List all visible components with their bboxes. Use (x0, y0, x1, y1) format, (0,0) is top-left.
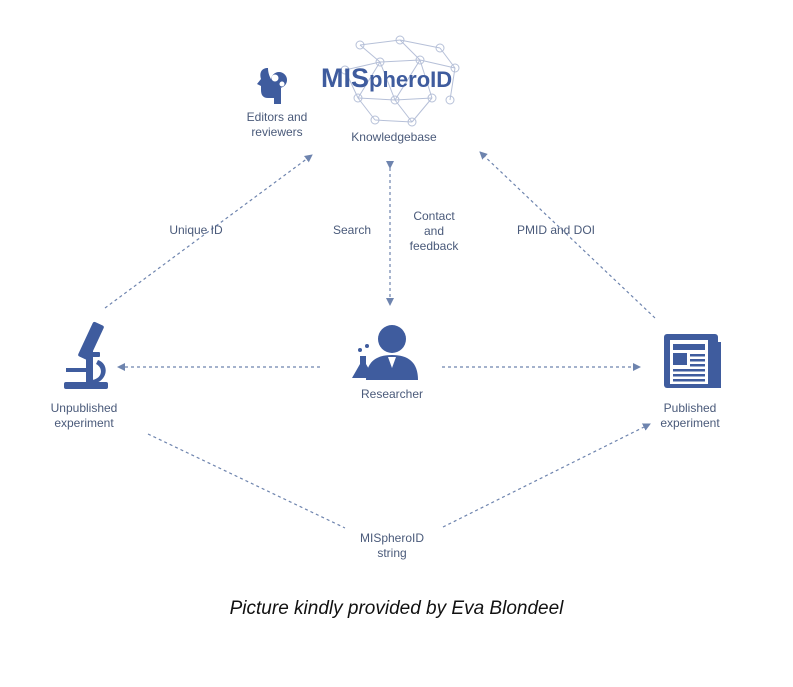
published-label-2: experiment (660, 416, 720, 430)
logo-text: MISpheroID (321, 63, 452, 93)
newspaper-icon (664, 334, 721, 388)
edge-label-contact-3: feedback (410, 239, 460, 253)
unpublished-label-1: Unpublished (51, 401, 118, 415)
edge-pmid-doi (479, 151, 656, 319)
edge-unpublished-string (147, 433, 346, 529)
edge-label-unique-id: Unique ID (169, 223, 223, 237)
edge-string-published (442, 423, 651, 528)
logo-part-1: MIS (321, 63, 369, 93)
network-icon (340, 35, 460, 127)
microscope-icon (64, 321, 108, 389)
string-label-2: string (377, 546, 406, 560)
researcher-label: Researcher (361, 387, 423, 401)
edge-label-pmid-doi: PMID and DOI (517, 223, 595, 237)
unpublished-label-2: experiment (54, 416, 114, 430)
edge-unique-id (104, 154, 313, 309)
edge-label-search: Search (333, 223, 371, 237)
head-gears-icon (257, 68, 287, 104)
edge-label-contact-1: Contact (413, 209, 455, 223)
researcher-icon (352, 325, 418, 380)
editors-label-1: Editors and (247, 110, 308, 124)
logo-part-2: pheroID (369, 67, 452, 92)
caption: Picture kindly provided by Eva Blondeel (229, 598, 564, 619)
edge-label-contact-2: and (424, 224, 444, 238)
workflow-diagram: MISpheroID Knowledgebase Editors and rev… (51, 35, 721, 560)
knowledgebase-label: Knowledgebase (351, 130, 437, 144)
string-label-1: MISpheroID (360, 531, 424, 545)
editors-label-2: reviewers (251, 125, 302, 139)
published-label-1: Published (664, 401, 717, 415)
